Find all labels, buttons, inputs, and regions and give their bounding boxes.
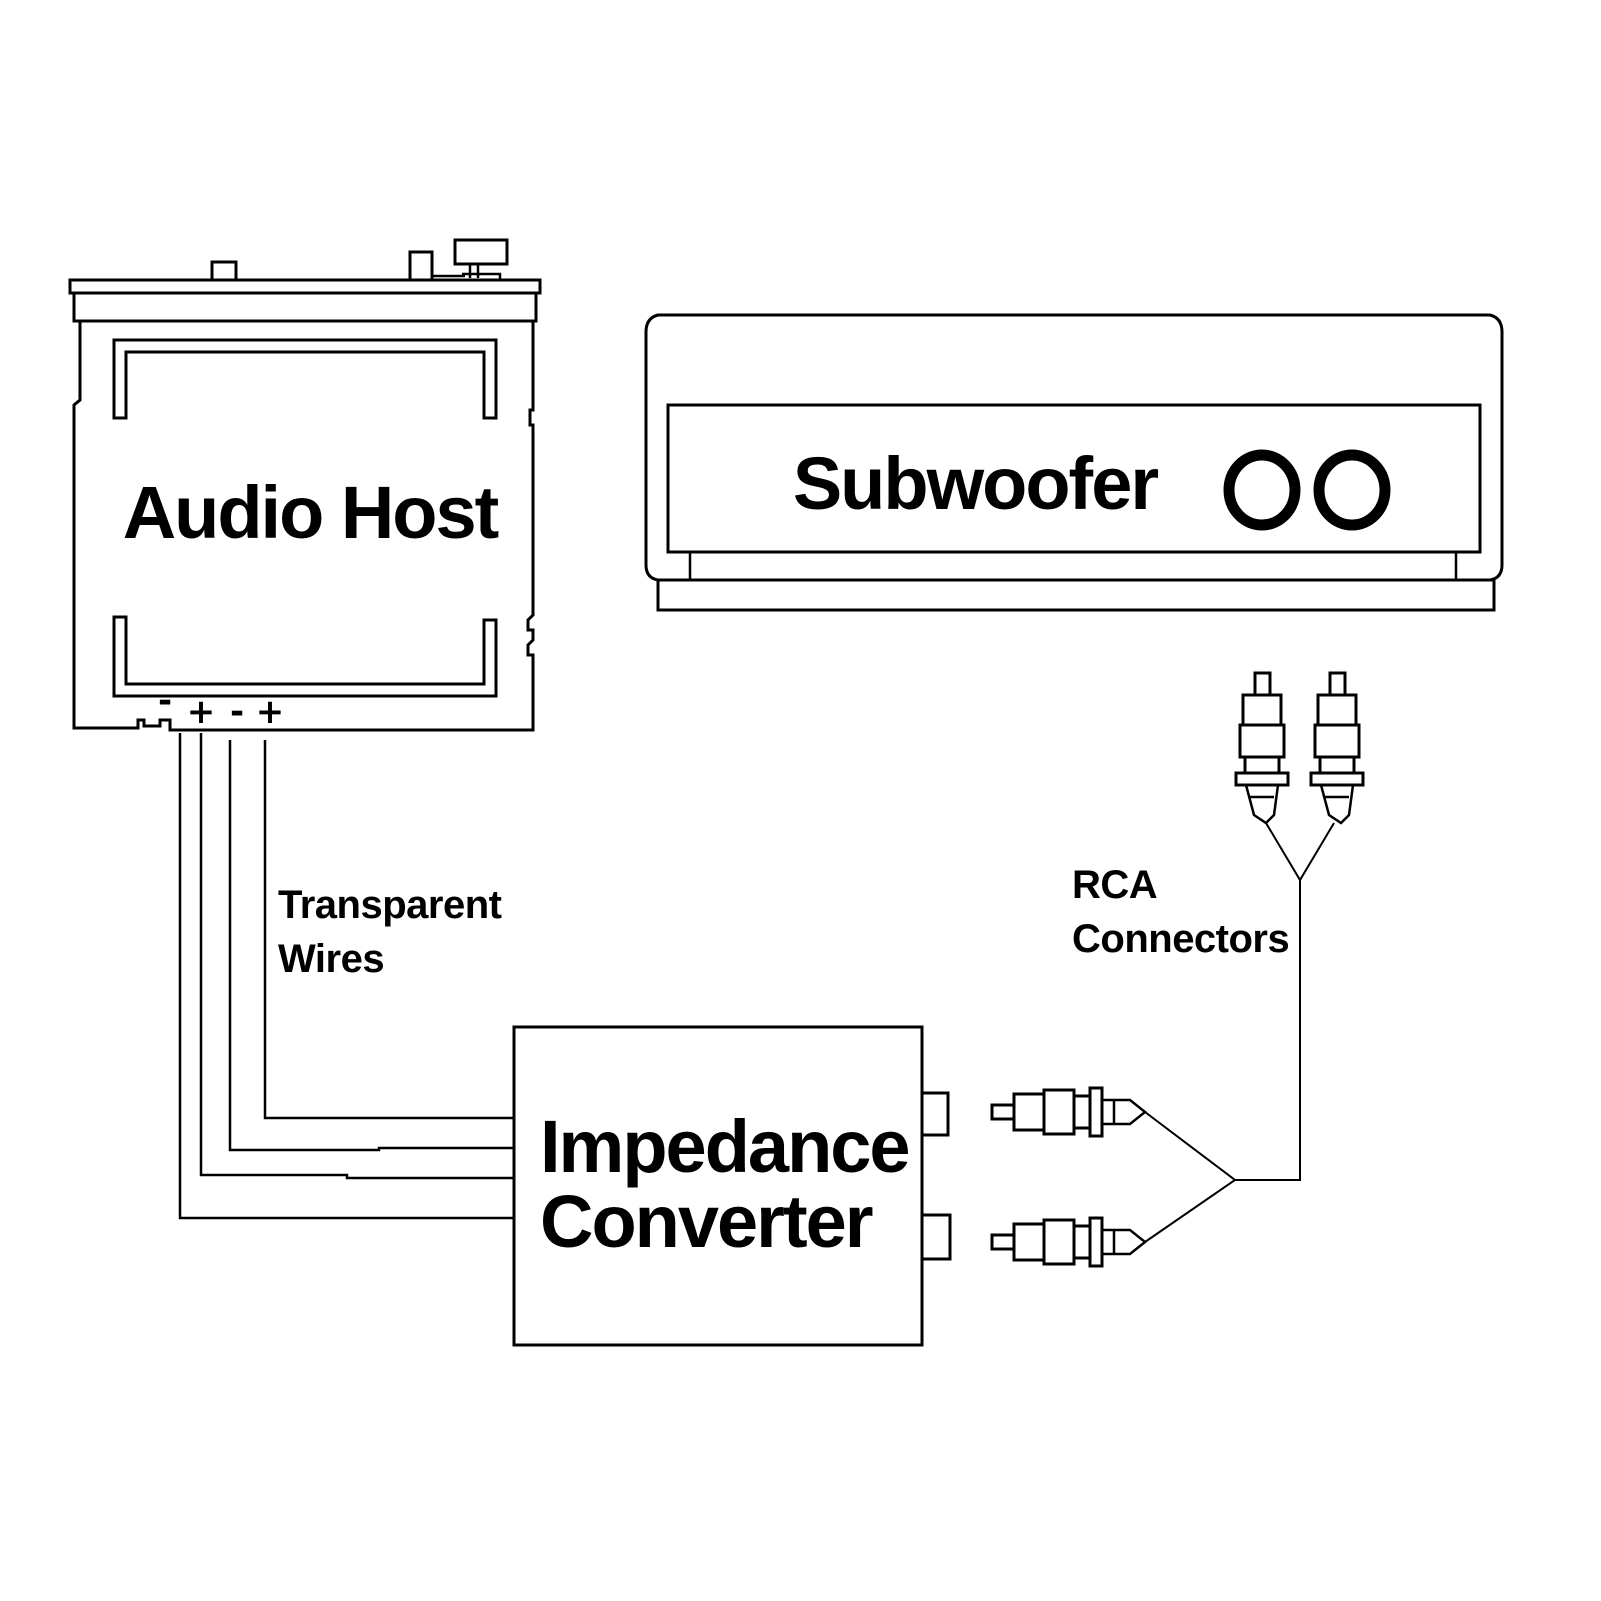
wire-4 (263, 740, 515, 1120)
rca-plug (1234, 671, 1290, 825)
subwoofer-unit: Subwoofer (644, 313, 1504, 612)
wire-1 (178, 733, 515, 1220)
audio-host-unit: Audio Host - + - + (68, 238, 542, 732)
rca-split-cable (1235, 822, 1335, 1181)
audio-host-top-plate-lower (72, 291, 538, 323)
subwoofer-input-jack-1 (1223, 449, 1301, 531)
converter-output-jack-2 (920, 1213, 952, 1261)
impedance-converter-unit: Impedance Converter (512, 1025, 952, 1347)
transparent-wires-label-line2: Wires (278, 937, 384, 981)
impedance-converter-body (512, 1025, 924, 1347)
subwoofer-base (656, 578, 1496, 612)
terminal-positive-1: + (187, 692, 216, 732)
audio-host-body (72, 321, 535, 732)
transparent-wires-label-line1: Transparent (278, 883, 502, 927)
rca-connectors-label-line2: Connectors (1072, 917, 1289, 961)
wire-2 (199, 733, 515, 1180)
wire-3 (228, 740, 515, 1152)
rca-connector-pair-horizontal (990, 1086, 1237, 1268)
rca-connector-pair-vertical: RCA Connectors (1072, 671, 1365, 1181)
subwoofer-label: Subwoofer (793, 442, 1159, 525)
rca-connectors-label-line1: RCA (1072, 863, 1157, 907)
audio-host-knob (210, 260, 238, 282)
rca-plug (990, 1216, 1148, 1268)
rca-split-cable (1144, 1111, 1237, 1243)
terminal-negative-2: - (230, 692, 244, 732)
audio-host-dial (453, 238, 509, 266)
rca-plug (990, 1086, 1148, 1138)
audio-host-label: Audio Host (123, 471, 499, 554)
terminal-positive-2: + (256, 692, 285, 732)
subwoofer-input-jack-2 (1313, 449, 1391, 531)
impedance-converter-label-line2: Converter (540, 1180, 873, 1263)
rca-plug (1309, 671, 1365, 825)
impedance-converter-label-line1: Impedance (540, 1105, 909, 1188)
terminal-negative-1: - (158, 681, 172, 721)
transparent-wires: Transparent Wires (178, 733, 515, 1220)
audio-host-knob (408, 250, 434, 282)
audio-host-top-plate (68, 278, 542, 295)
converter-output-jack-1 (920, 1091, 950, 1137)
